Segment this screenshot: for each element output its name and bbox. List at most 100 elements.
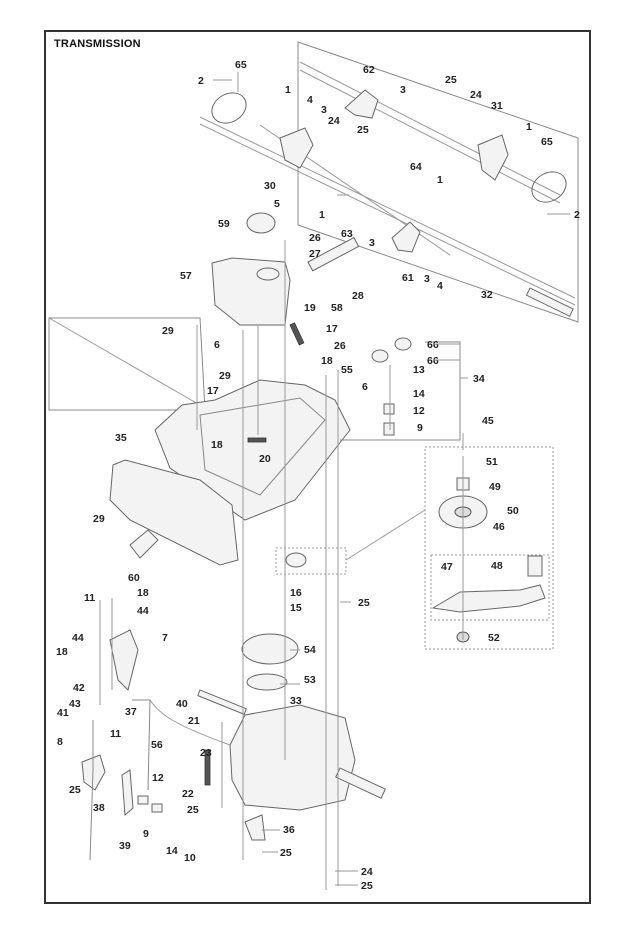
spacer-12 [383,403,395,415]
frame-inner [199,397,326,496]
callout: 42 [73,682,85,694]
callout: 9 [143,828,149,840]
callout: 65 [541,136,553,148]
callout: 41 [57,707,69,719]
callout: 43 [69,698,81,710]
callout: 30 [264,180,276,192]
callout: 31 [491,100,503,112]
callout: 5 [274,198,280,210]
callout: 7 [162,632,168,644]
callout: 2 [574,209,580,221]
callout: 3 [424,273,430,285]
shaft-32 [525,287,574,317]
callout: 17 [207,385,219,397]
callout: 3 [369,237,375,249]
callout: 65 [235,59,247,71]
callout: 53 [304,674,316,686]
callout: 34 [473,373,485,385]
panel-line [48,317,206,409]
callout: 4 [437,280,443,292]
callout: 24 [470,89,482,101]
callout: 66 [427,355,439,367]
plate-39 [121,769,134,817]
callout: 4 [307,94,313,106]
callout: 59 [218,218,230,230]
fan-54 [241,633,299,665]
shaft-line [199,123,576,306]
callout: 26 [309,232,321,244]
leader-line [345,509,426,561]
callout: 1 [526,121,532,133]
bushing-66 [394,337,412,351]
callout: 19 [304,302,316,314]
callout: 63 [341,228,353,240]
spacer-9 [383,422,395,436]
callout: 44 [137,605,149,617]
callout: 23 [200,747,212,759]
callout: 1 [285,84,291,96]
callout: 16 [290,587,302,599]
callout: 55 [341,364,353,376]
spring-20 [247,437,267,443]
callout: 29 [219,370,231,382]
callout: 2 [198,75,204,87]
callout: 39 [119,840,131,852]
lower-panel-line [132,699,151,791]
hose-58 [307,236,360,272]
callout: 12 [152,772,164,784]
spring-23 [204,749,211,786]
callout: 24 [328,115,340,127]
callout: 21 [188,715,200,727]
callout: 25 [361,880,373,892]
arm-47 [431,584,546,613]
callout: 64 [410,161,422,173]
lever-61 [391,221,421,253]
callout: 15 [290,602,302,614]
callout: 25 [445,74,457,86]
callout: 36 [283,824,295,836]
callout: 27 [309,248,321,260]
callout: 29 [93,513,105,525]
bracket-30 [279,127,314,169]
callout: 14 [413,388,425,400]
bumper-35 [109,459,239,566]
callout: 40 [176,698,188,710]
callout: 44 [72,632,84,644]
callout: 52 [488,632,500,644]
callout: 28 [352,290,364,302]
callout-labels: 65 2 1 4 3 62 3 25 24 31 1 65 24 25 64 1… [56,59,580,892]
callout: 9 [417,422,423,434]
bracket-38 [81,754,106,791]
diagram-title: TRANSMISSION [54,38,141,50]
group-45-box [424,446,554,650]
shaft-line [299,61,561,196]
callout: 25 [280,847,292,859]
sleeve-48 [527,555,543,577]
group-46-box [430,554,550,621]
shaft-line [299,69,561,204]
callout: 3 [400,84,406,96]
callout: 6 [214,339,220,351]
callout: 58 [331,302,343,314]
callout: 18 [137,587,149,599]
callout: 45 [482,415,494,427]
callout: 35 [115,432,127,444]
callout: 24 [361,866,373,878]
bracket-36 [244,814,266,841]
callout: 18 [56,646,68,658]
callout: 37 [125,706,137,718]
cable-56 [149,699,231,746]
spacer-12b [151,803,163,813]
plate-60 [129,529,159,559]
transmission-33 [229,704,356,811]
callout: 18 [321,355,333,367]
bushing-66 [371,349,389,363]
shaft-line [199,116,576,299]
callout: 6 [362,381,368,393]
axle-left [197,689,248,715]
callout: 32 [481,289,493,301]
lower-panel-line [89,720,94,861]
callout: 11 [110,728,121,740]
callout: 10 [184,852,196,864]
